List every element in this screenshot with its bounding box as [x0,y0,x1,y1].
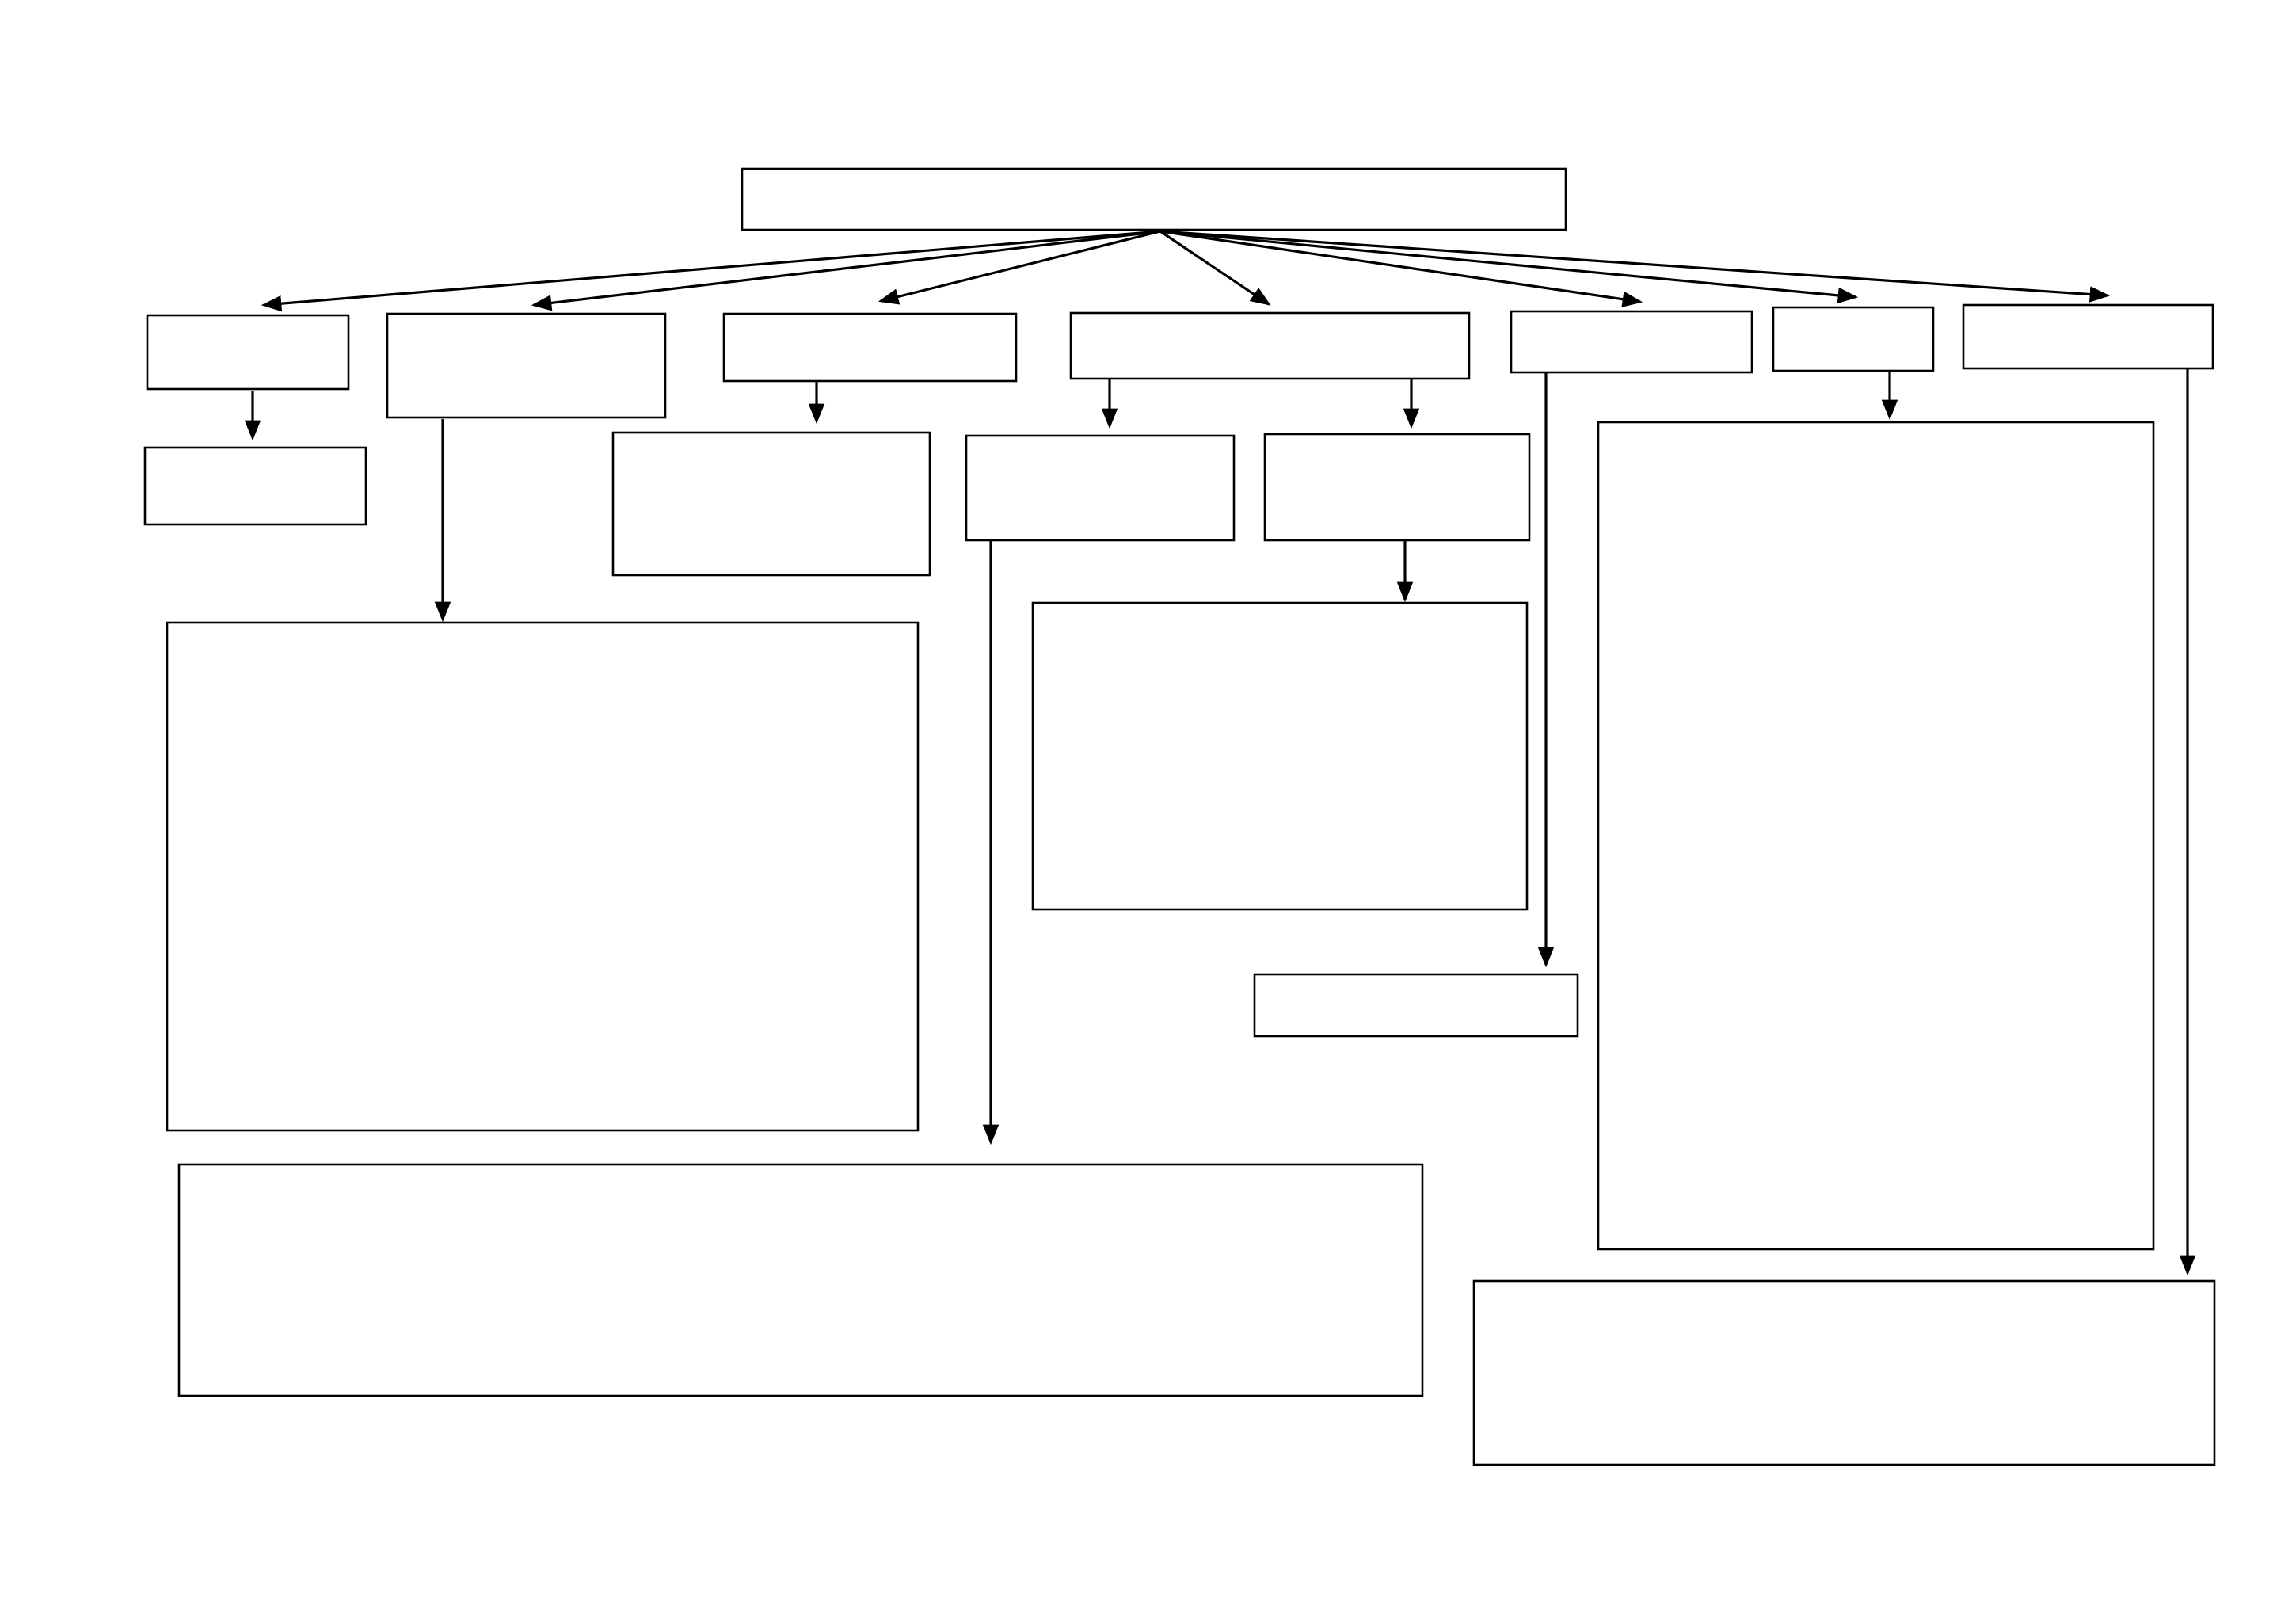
box-group [143,167,2216,1466]
level1-box-6 [1772,306,1935,372]
child-box-4b-sub [1031,601,1529,911]
arrow-root-to-level1-box-4 [1159,230,1271,306]
child-box-6a [1597,421,2155,1251]
arrow-root-to-level1-box-2 [531,230,1161,311]
bottom-left-box [177,1163,1424,1397]
child-box-3a [611,431,931,577]
level1-box-7 [1962,303,2214,370]
connector-group [244,230,2196,1276]
child-box-7a [1472,1279,2216,1466]
level1-box-4 [1069,311,1471,380]
arrow-root-to-level1-box-7 [1159,230,2111,303]
child-box-4b [1263,433,1531,542]
arrow-root-to-level1-box-5 [1159,230,1643,307]
level1-box-2 [386,312,667,419]
child-box-5a [1253,973,1579,1038]
child-box-4a [965,434,1236,542]
arrow-root-to-level1-box-3 [878,230,1161,305]
arrow-root-to-level1-box-1 [261,230,1161,312]
root-box [741,167,1567,231]
child-box-2a [166,621,920,1132]
level1-box-3 [722,312,1018,383]
level1-box-5 [1510,310,1753,374]
level1-box-1 [146,314,350,391]
child-box-1a [143,446,367,526]
arrow-root-to-level1-box-6 [1159,230,1859,304]
